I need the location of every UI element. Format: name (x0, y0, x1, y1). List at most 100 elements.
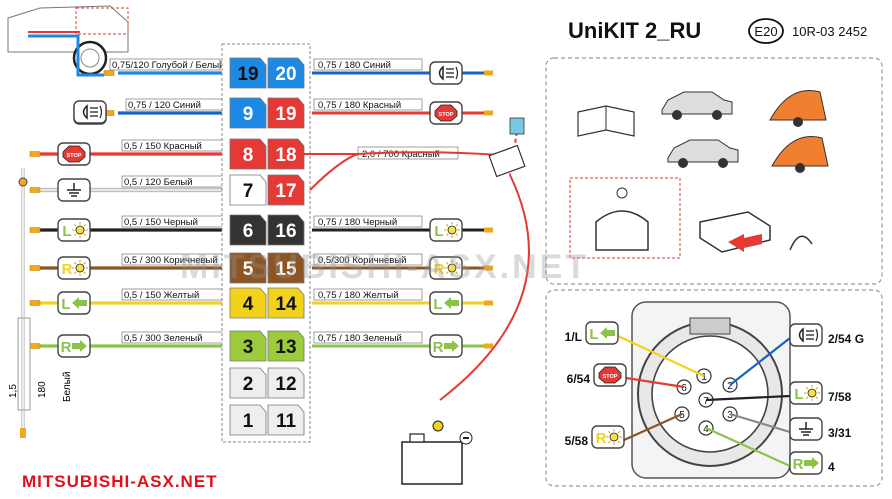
right-wire: R 0,5/300 Коричневый (312, 253, 493, 280)
pin-14: 14 (267, 287, 305, 319)
pin-number: 19 (275, 104, 296, 125)
pin-number: 18 (275, 145, 296, 166)
pin-number: 1 (243, 411, 254, 432)
right-wire: L 0,75 / 180 Желтый (312, 288, 493, 315)
car-side-icon (667, 139, 739, 168)
left-wire: 0,5 / 120 Белый (29, 175, 233, 202)
left-wire: R0,5 / 300 Коричневый (29, 253, 233, 280)
left-wire-label: 0,75 / 120 Синий (128, 100, 201, 111)
pin-number: 9 (243, 104, 254, 125)
right-wire: STOP 0,75 / 180 Красный (312, 98, 493, 125)
pin-number: 4 (243, 294, 254, 315)
ground-icon (57, 178, 91, 202)
right-wire-label-box (313, 253, 423, 266)
right-wire-label-box (313, 331, 423, 344)
socket-label: 6/54 (567, 372, 591, 386)
fog-lamp-icon (429, 61, 463, 85)
pin-15: 15 (267, 252, 305, 284)
pin-13: 13 (267, 330, 305, 362)
pin-7: 7 (229, 174, 267, 206)
socket-line-mid_left: STOP 6/54 (567, 363, 685, 389)
pin-number: 17 (275, 181, 296, 202)
pin-number: 5 (243, 259, 254, 280)
left-turn-arrow-icon: L (429, 291, 463, 315)
right-turn-arrow-icon: R (789, 451, 823, 475)
svg-text:L: L (61, 296, 70, 313)
socket-label: 1/L (565, 330, 582, 344)
power-wire (304, 151, 501, 156)
footer-brand: MITSUBISHI-ASX.NET (22, 472, 218, 491)
left-turn-arrow-icon: L (57, 291, 91, 315)
svg-text:L: L (62, 223, 71, 240)
control-module-icon (699, 211, 771, 253)
right-turn-lamp-icon: R (429, 256, 463, 280)
socket-label: 7/58 (828, 390, 852, 404)
diagram-title: UniKIT 2_RU (568, 18, 702, 43)
pin-3: 3 (229, 330, 267, 362)
right-wire-label: 0,75 / 180 Желтый (318, 290, 399, 301)
right-wire-label: 0,75 / 180 Черный (318, 217, 397, 228)
stop-lamp-icon: STOP (429, 101, 463, 125)
right-wire-label: 0,75 / 180 Синий (318, 60, 391, 71)
ring-terminal-icon (18, 177, 28, 187)
pin-1: 1 (229, 404, 267, 436)
svg-text:L: L (434, 223, 443, 240)
pin-16: 16 (267, 214, 305, 246)
info-panel (545, 57, 883, 285)
socket-pin-number: 1 (701, 372, 707, 383)
pin-5: 5 (229, 252, 267, 284)
right-wire-label: 0,5/300 Коричневый (318, 255, 406, 266)
stop-lamp-icon: STOP (593, 363, 627, 387)
svg-text:R: R (793, 456, 804, 473)
right-wire-label-box (313, 288, 423, 301)
socket-line-low_right: 3/31 (729, 412, 852, 441)
left-wire: STOP 0,5 / 150 Красный (29, 139, 233, 166)
left-turn-arrow-icon: L (585, 321, 619, 345)
svg-text:STOP: STOP (603, 374, 618, 380)
left-wire-label: 0,75/120 Голубой / Белый (112, 60, 224, 71)
pin-number: 16 (275, 221, 296, 242)
battery-icon (401, 420, 473, 485)
pin-19: 19 (267, 97, 305, 129)
left-wire-label: 0,5 / 150 Черный (124, 217, 198, 228)
socket-pin-number: 6 (681, 383, 687, 394)
stop-lamp-icon: STOP (57, 142, 91, 166)
svg-text:STOP: STOP (439, 112, 454, 118)
pin-4: 4 (229, 287, 267, 319)
svg-text:L: L (433, 296, 442, 313)
socket-pin-number: 4 (703, 424, 709, 435)
socket-pin-number: 3 (727, 410, 733, 421)
right-wire-label: 0,75 / 180 Красный (318, 100, 401, 111)
right-wire: 0,75 / 180 Синий (312, 58, 493, 85)
fuse-holder-icon (488, 144, 526, 178)
svg-text:L: L (589, 326, 598, 343)
left-wire-label: 0,5 / 150 Красный (124, 141, 202, 152)
wire-gauge: 1,5 (8, 384, 19, 398)
pin-number: 15 (275, 259, 297, 280)
svg-text:R: R (62, 261, 73, 278)
left-wire-label-box (109, 58, 221, 71)
svg-text:R: R (61, 339, 72, 356)
pin-2: 2 (229, 367, 267, 399)
right-wire-label-box (313, 215, 423, 228)
svg-text:STOP: STOP (67, 153, 82, 159)
car-back-icon (569, 177, 681, 259)
watermark: MITSUBISHI-ASX.NET (180, 248, 590, 286)
pin-number: 8 (243, 145, 254, 166)
approval-code: 10R-03 2452 (792, 24, 868, 39)
pin-17: 17 (267, 174, 305, 206)
pin-11: 11 (267, 404, 305, 436)
right-wire-label-box (313, 58, 423, 71)
pin-9: 9 (229, 97, 267, 129)
wire-color-label: Белый (62, 372, 73, 402)
left-wire-label: 0,5 / 150 Желтый (124, 290, 199, 301)
right-turn-lamp-icon: R (591, 425, 625, 449)
pin-number: 2 (243, 374, 254, 395)
socket-pin-number: 2 (727, 381, 733, 392)
left-turn-lamp-icon: L (57, 218, 91, 242)
e-mark-text: E20 (754, 24, 777, 39)
car-rear-icon (7, 5, 129, 77)
